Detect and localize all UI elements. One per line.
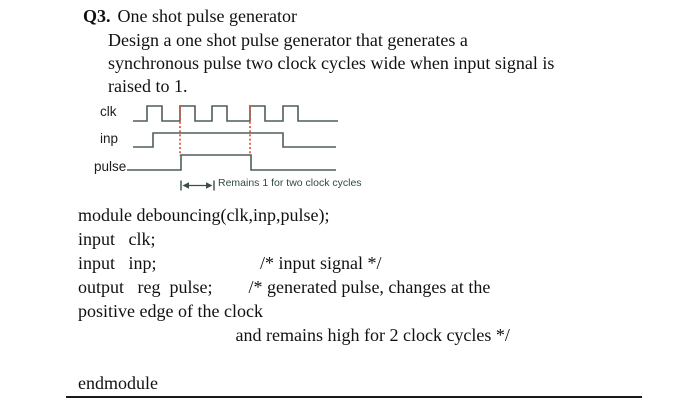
code-line: module debouncing(clk,inp,pulse); [78,205,330,225]
question-number: Q3. [83,6,111,26]
verilog-code: module debouncing(clk,inp,pulse); input c… [78,203,510,395]
arrowhead-right [206,182,213,189]
question-title: Q3. One shot pulse generator [83,6,297,27]
question-body-line: raised to 1. [108,76,188,96]
pulse-waveform [127,154,336,171]
code-line: positive edge of the clock [78,301,263,321]
code-line [78,347,510,371]
code-line: output reg pulse; /* generated pulse, ch… [78,277,491,297]
endmodule-underline [66,396,642,398]
clk-signal-label: clk [100,104,117,119]
inp-waveform [133,132,336,148]
arrowhead-left [182,182,189,189]
question-body-line: Design a one shot pulse generator that g… [108,30,468,50]
question-body: Design a one shot pulse generator that g… [108,29,554,98]
question-title-text: One shot pulse generator [117,6,297,26]
code-line: endmodule [78,373,158,393]
code-line: and remains high for 2 clock cycles */ [78,325,510,345]
waveform-svg [127,105,338,191]
clk-waveform [133,105,338,122]
pulse-width-annotation: Remains 1 for two clock cycles [218,177,362,189]
code-line: input inp; /* input signal */ [78,253,382,273]
inp-signal-label: inp [100,131,119,146]
code-line: input clk; [78,229,156,249]
pulse-signal-label: pulse [94,159,127,174]
question-body-line: synchronous pulse two clock cycles wide … [108,53,555,73]
